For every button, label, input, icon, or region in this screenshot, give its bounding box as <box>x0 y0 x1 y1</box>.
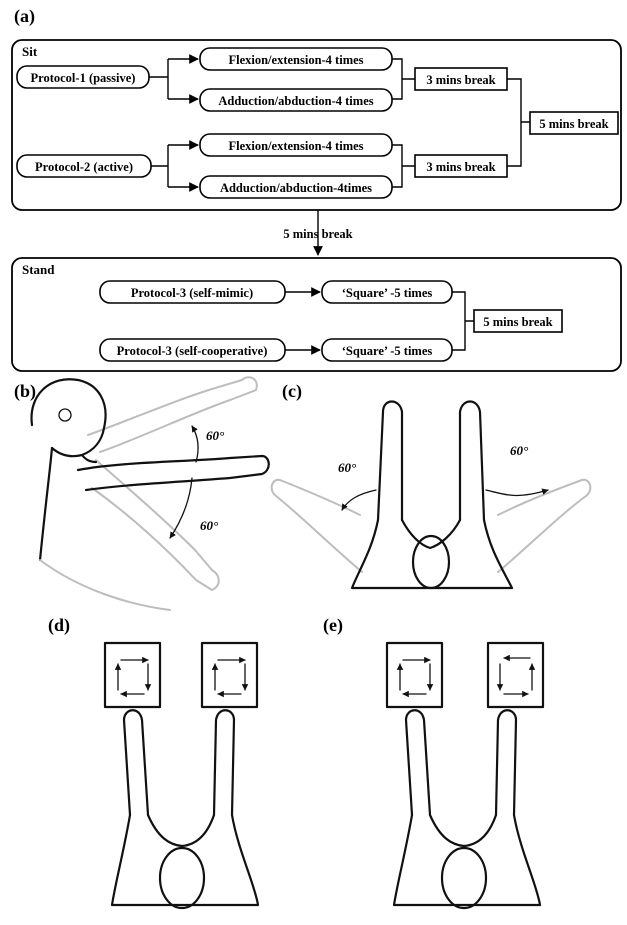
self-cooperative-sketch <box>385 641 545 910</box>
stand-label: Stand <box>22 262 55 277</box>
stand-section <box>11 257 622 372</box>
transition-break-label: 5 mins break <box>283 227 352 241</box>
p1-adduction-box <box>199 88 393 112</box>
panel-label-b: (b) <box>14 381 36 402</box>
protocol3b-label: Protocol-3 (self-cooperative) <box>117 344 268 358</box>
p2-flexion-label: Flexion/extension-4 times <box>228 139 363 153</box>
panel-label-c: (c) <box>282 381 302 402</box>
panel-label-d: (d) <box>48 615 70 636</box>
p2-adduction-label: Adduction/abduction-4times <box>220 181 372 195</box>
break-3min-1-label: 3 mins break <box>426 73 495 87</box>
square-b-label: ‘Square’ -5 times <box>342 344 433 358</box>
panel-label-a: (a) <box>14 6 35 27</box>
break-5min-stand-label: 5 mins break <box>483 315 552 329</box>
protocol1-label: Protocol-1 (passive) <box>31 71 136 85</box>
top-view-sketch: 60° 60° <box>270 400 592 590</box>
p1-adduction-label: Adduction/abduction-4 times <box>218 94 373 108</box>
sit-section <box>11 39 622 211</box>
side-view-sketch: 60° 60° <box>30 376 270 611</box>
p1-merge <box>392 58 415 100</box>
panel-label-e: (e) <box>323 615 343 636</box>
stand-merge <box>452 291 474 351</box>
break-5min-sit <box>529 111 619 135</box>
p1-flexion-label: Flexion/extension-4 times <box>228 53 363 67</box>
angle-c-left: 60° <box>338 460 357 475</box>
protocol2-branch <box>151 145 169 187</box>
angle-b-lower: 60° <box>200 518 219 533</box>
break-5min-sit-label: 5 mins break <box>539 117 608 131</box>
self-mimic-sketch <box>103 641 260 910</box>
protocol1-branch <box>149 59 169 99</box>
sit-final-merge <box>507 78 530 167</box>
break-3min-2-label: 3 mins break <box>426 160 495 174</box>
angle-b-upper: 60° <box>206 428 225 443</box>
protocol2-label: Protocol-2 (active) <box>35 160 133 174</box>
sit-label: Sit <box>22 44 38 59</box>
protocol3a-label: Protocol-3 (self-mimic) <box>131 286 253 300</box>
break-5min-stand <box>473 309 563 333</box>
angle-c-right: 60° <box>510 443 529 458</box>
p2-merge <box>392 144 415 188</box>
square-a-label: ‘Square’ -5 times <box>342 286 433 300</box>
